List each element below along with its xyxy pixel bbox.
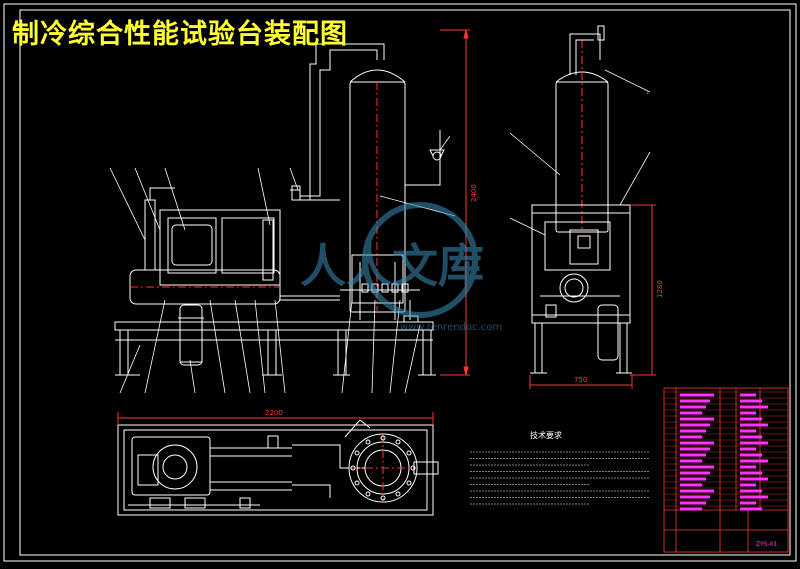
bolt-hole (380, 435, 386, 441)
bolt-hole (395, 491, 401, 497)
watermark-url: www.renrendoc.com (400, 322, 502, 333)
parts-row-material (740, 441, 768, 445)
drawing-number: ZYS-01 (756, 541, 778, 548)
parts-row-text (680, 429, 706, 433)
parts-row-material (740, 429, 756, 433)
bolt-hole (365, 491, 371, 497)
top-width-label: 2200 (265, 409, 283, 417)
parts-list (663, 387, 789, 553)
parts-row-text (680, 417, 714, 421)
parts-row-material (740, 453, 762, 457)
side-leaders (509, 69, 651, 236)
front-height-dimension (440, 29, 470, 376)
watermark-logo-text: 人人文库 (300, 239, 484, 293)
frame-leg (119, 329, 129, 376)
parts-row-material (740, 393, 756, 397)
parts-row-text (680, 501, 706, 505)
top-view (117, 419, 439, 516)
parts-row-material (740, 435, 762, 439)
bolt-hole (354, 480, 360, 486)
bolt-hole (365, 439, 371, 445)
parts-row-text (680, 453, 706, 457)
parts-row-text (680, 441, 714, 445)
inner-frame (19, 9, 791, 556)
side-height-label: 1280 (656, 280, 664, 298)
parts-row-material (740, 417, 762, 421)
notes-heading: 技术要求 (530, 430, 562, 440)
bolt-hole (395, 439, 401, 445)
parts-rows (664, 391, 788, 511)
parts-row-text (680, 483, 702, 487)
parts-row-text (680, 405, 706, 409)
condenser-box (159, 209, 281, 286)
parts-row-text (680, 507, 702, 511)
parts-row-material (740, 405, 768, 409)
bolt-hole (380, 495, 386, 501)
bolt-hole (406, 480, 412, 486)
front-height-label: 2400 (470, 184, 478, 202)
page-title: 制冷综合性能试验台装配图 (12, 19, 348, 50)
parts-row-material (740, 471, 762, 475)
side-dimensions (529, 204, 656, 389)
side-vessel (555, 81, 609, 233)
watermark: 人人文库 www.renrendoc.com (300, 202, 502, 333)
parts-row-material (740, 447, 756, 451)
parts-row-text (680, 465, 714, 469)
top-dimension (117, 412, 434, 425)
parts-row-text (680, 399, 710, 403)
parts-row-text (680, 435, 702, 439)
parts-row-text (680, 411, 702, 415)
parts-row-text (680, 489, 714, 493)
bolt-hole (406, 450, 412, 456)
front-view (114, 43, 445, 376)
parts-row-material (740, 477, 768, 481)
parts-row-text (680, 447, 710, 451)
parts-row-text (680, 495, 710, 499)
parts-row-material (740, 399, 762, 403)
parts-row-text (680, 393, 714, 397)
top-view-outline (117, 424, 434, 516)
technical-notes (470, 451, 650, 505)
bolt-hole (354, 450, 360, 456)
frame-leg (422, 329, 432, 376)
parts-row-material (740, 411, 756, 415)
front-leaders (109, 135, 456, 394)
parts-row-material (740, 483, 756, 487)
parts-row-material (740, 495, 768, 499)
parts-row-text (680, 423, 710, 427)
flange-bolts (350, 435, 416, 501)
parts-row-text (680, 471, 710, 475)
side-width-label: 750 (574, 376, 587, 384)
parts-row-material (740, 465, 756, 469)
parts-row-material (740, 489, 762, 493)
side-view (530, 25, 632, 374)
frame-leg (267, 329, 277, 376)
base-frame-top (114, 321, 434, 331)
bolt-hole (350, 465, 356, 471)
parts-row-material (740, 501, 756, 505)
parts-row-material (740, 507, 762, 511)
parts-row-material (740, 423, 768, 427)
parts-row-text (680, 459, 702, 463)
outer-frame (3, 3, 797, 562)
parts-row-text (680, 477, 706, 481)
parts-row-material (740, 459, 768, 463)
bolt-hole (410, 465, 416, 471)
svg-text:1: 1 (646, 90, 649, 96)
